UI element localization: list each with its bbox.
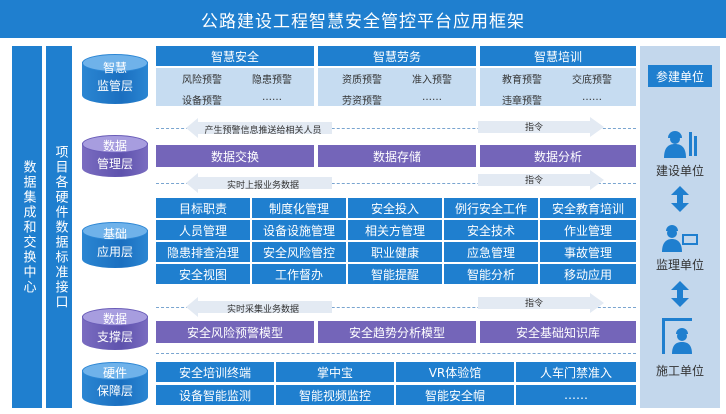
- hardware-item: ……: [516, 385, 636, 405]
- layer-data-support: 数据 支撑层: [82, 308, 148, 350]
- smart-item-text: 教育预警: [502, 75, 542, 86]
- smart-item-text: 劳资预警: [342, 96, 382, 107]
- base-cell: 隐患排查治理: [156, 242, 250, 262]
- smart-item-text: ……: [422, 92, 442, 103]
- divider-line: [156, 183, 636, 184]
- base-cell: 应急管理: [444, 242, 538, 262]
- base-cell: 人员管理: [156, 220, 250, 240]
- layer-label-line2: 应用层: [96, 245, 133, 259]
- up-arrow-icon: [186, 173, 332, 193]
- contractor-icon: [662, 318, 692, 354]
- layer-label-line1: 基础: [102, 227, 127, 241]
- layer-hardware: 硬件 保障层: [82, 362, 148, 406]
- hardware-item: 人车门禁准入: [516, 362, 636, 382]
- hardware-item: 设备智能监测: [156, 385, 274, 405]
- hardware-interface-bar: 项目各硬件数据标准接口: [46, 46, 72, 408]
- data-mgmt-item: 数据分析: [480, 145, 636, 167]
- smart-item: [156, 68, 314, 106]
- layer-data-management: 数据 管理层: [82, 135, 148, 177]
- base-cell: 安全教育培训: [540, 198, 636, 218]
- support-model: 安全趋势分析模型: [318, 321, 476, 343]
- up-arrow-icon: [186, 118, 332, 138]
- base-cell: 事故管理: [540, 242, 636, 262]
- arrow-note-command: 指令: [524, 299, 543, 309]
- base-cell: 安全视图: [156, 264, 250, 284]
- down-arrow-icon: [478, 170, 604, 190]
- double-arrow-icon: [671, 281, 689, 307]
- smart-col-header: 智慧劳务: [318, 46, 476, 66]
- layer-smart-supervision: 智慧 监管层: [82, 54, 148, 104]
- base-cell: 作业管理: [540, 220, 636, 240]
- smart-item-text: 准入预警: [412, 75, 452, 86]
- hardware-item: 安全培训终端: [156, 362, 274, 382]
- hardware-item: 掌中宝: [276, 362, 394, 382]
- data-mgmt-item: 数据交换: [156, 145, 314, 167]
- layer-label-line1: 智慧: [102, 61, 127, 75]
- support-model: 安全基础知识库: [480, 321, 636, 343]
- participants-header: 参建单位: [648, 65, 712, 87]
- hardware-item: 智能视频监控: [276, 385, 394, 405]
- base-cell: 安全风险管控: [252, 242, 346, 262]
- role-supervisor: 监理单位: [655, 258, 704, 272]
- arrow-note-report: 实时上报业务数据: [226, 181, 299, 191]
- base-cell: 制度化管理: [252, 198, 346, 218]
- layer-label-line2: 支撑层: [96, 330, 133, 344]
- base-cell: 职业健康: [348, 242, 442, 262]
- down-arrow-icon: [478, 293, 604, 313]
- layer-label-line2: 管理层: [96, 157, 133, 171]
- hardware-item: 智能安全帽: [396, 385, 514, 405]
- base-cell: 工作督办: [252, 264, 346, 284]
- up-arrow-icon: [186, 297, 332, 317]
- layer-label-line1: 硬件: [102, 366, 127, 380]
- page-title: 公路建设工程智慧安全管控平台应用框架: [0, 0, 726, 38]
- construction-owner-icon: [664, 131, 697, 158]
- smart-item-text: 风险预警: [182, 75, 222, 86]
- base-cell: 移动应用: [540, 264, 636, 284]
- base-cell: 智能提醒: [348, 264, 442, 284]
- layer-label-line2: 监管层: [96, 79, 133, 93]
- smart-item: [480, 68, 636, 106]
- layer-basic-application: 基础 应用层: [82, 222, 148, 268]
- data-exchange-center-bar: 数据集成和交换中心: [12, 46, 42, 408]
- supervisor-icon: [662, 225, 698, 252]
- data-mgmt-item: 数据存储: [318, 145, 476, 167]
- base-cell: 目标职责: [156, 198, 250, 218]
- smart-item-text: ……: [262, 92, 282, 103]
- arrow-note-collect: 实时采集业务数据: [226, 305, 299, 315]
- smart-item-text: 设备预警: [182, 96, 222, 107]
- arrow-note-command: 指令: [524, 176, 543, 186]
- support-model: 安全风险预警模型: [156, 321, 314, 343]
- hardware-item: VR体验馆: [396, 362, 514, 382]
- smart-item-text: 资质预警: [342, 75, 382, 86]
- smart-item-text: 交底预警: [572, 75, 612, 86]
- base-cell: 安全投入: [348, 198, 442, 218]
- base-cell: 相关方管理: [348, 220, 442, 240]
- double-arrow-icon: [671, 186, 689, 212]
- layer-label-line1: 数据: [102, 139, 127, 153]
- base-cell: 设备设施管理: [252, 220, 346, 240]
- base-cell: 例行安全工作: [444, 198, 538, 218]
- smart-item: [318, 68, 476, 106]
- down-arrow-icon: [478, 117, 604, 137]
- role-construction-owner: 建设单位: [655, 164, 704, 178]
- layer-label-line1: 数据: [102, 312, 127, 326]
- layer-label-line2: 保障层: [96, 384, 133, 398]
- base-cell: 安全技术: [444, 220, 538, 240]
- smart-col-header: 智慧培训: [480, 46, 636, 66]
- base-cell: 智能分析: [444, 264, 538, 284]
- role-contractor: 施工单位: [655, 364, 704, 378]
- divider-line: [156, 307, 636, 308]
- smart-item-text: 违章预警: [502, 96, 542, 107]
- arrow-note-push: 产生预警信息推送给相关人员: [204, 126, 322, 136]
- arrow-note-command: 指令: [524, 123, 543, 133]
- smart-item-text: ……: [582, 92, 602, 103]
- smart-col-header: 智慧安全: [156, 46, 314, 66]
- divider-line: [156, 128, 636, 129]
- smart-item-text: 隐患预警: [252, 75, 292, 86]
- divider-line: [156, 353, 636, 354]
